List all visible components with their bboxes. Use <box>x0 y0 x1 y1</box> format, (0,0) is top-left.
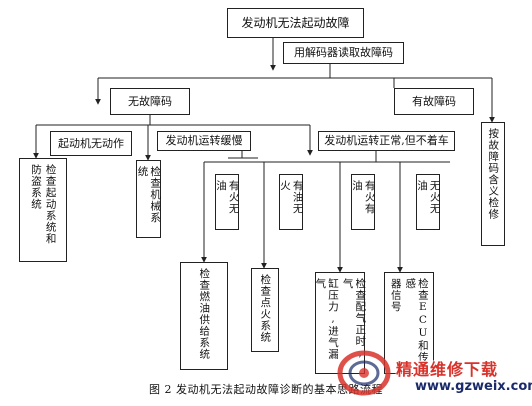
watermark-url: www.gzweix.com <box>415 379 532 394</box>
check-ignition-label: 检查点火系统 <box>259 274 272 343</box>
check-mechanical-box: 检查机械系统 <box>136 160 161 238</box>
antitheft-label: 防盗系统 <box>30 164 42 210</box>
slow-crank-box: 发动机运转缓慢 <box>157 131 251 151</box>
check-ignition-box: 检查点火系统 <box>251 268 279 352</box>
no-code-box: 无故障码 <box>110 88 190 115</box>
check-by-code-box: 按故障码含义检修 <box>481 122 505 246</box>
no-spark-no-fuel-label: 无火无油 <box>416 180 441 215</box>
spark-no-fuel-label: 有火无油 <box>215 180 240 215</box>
check-ecu-box: 检查ECU和传感 器信号 <box>384 272 434 374</box>
root-fault-box: 发动机无法起动故障 <box>227 8 364 38</box>
check-mechanical-label: 检查机械系统 <box>136 166 162 224</box>
figure-caption: 图 2 发动机无法起动故障诊断的基本思路流程 <box>149 383 383 396</box>
check-fuel-supply-box: 检查燃油供给系统 <box>180 262 228 370</box>
sensor-signal-label: 器信号 <box>389 278 402 313</box>
check-fuel-supply-label: 检查燃油供给系统 <box>198 268 211 360</box>
normal-crank-box: 发动机运转正常,但不着车 <box>318 131 455 151</box>
spark-no-fuel-box: 有火无油 <box>215 174 240 230</box>
watermark: 精通维修下载 www.gzweix.com <box>329 344 532 402</box>
check-by-code-label: 按故障码含义检修 <box>487 128 500 220</box>
read-codes-box: 用解码器读取故障码 <box>283 42 404 64</box>
fuel-no-spark-label: 有油无火 <box>279 180 304 215</box>
cylinder-pressure-label: 缸压力,进气漏气 <box>314 278 339 360</box>
check-starter-antitheft-box: 检查起动系统和 防盗系统 <box>19 158 67 262</box>
watermark-logo-icon <box>337 350 391 396</box>
check-ecu-label: 检查ECU和传感 <box>404 278 429 363</box>
spark-and-fuel-box: 有火有油 <box>351 174 376 230</box>
no-spark-no-fuel-box: 无火无油 <box>416 174 441 230</box>
watermark-site-name: 精通维修下载 <box>396 360 499 379</box>
spark-and-fuel-label: 有火有油 <box>351 180 376 215</box>
check-timing-label: 检查配气正时,气 <box>341 278 367 360</box>
has-code-box: 有故障码 <box>394 88 474 115</box>
no-crank-box: 起动机无动作 <box>50 131 132 156</box>
check-starter-label: 检查起动系统和 <box>44 164 57 245</box>
fuel-no-spark-box: 有油无火 <box>279 174 304 230</box>
